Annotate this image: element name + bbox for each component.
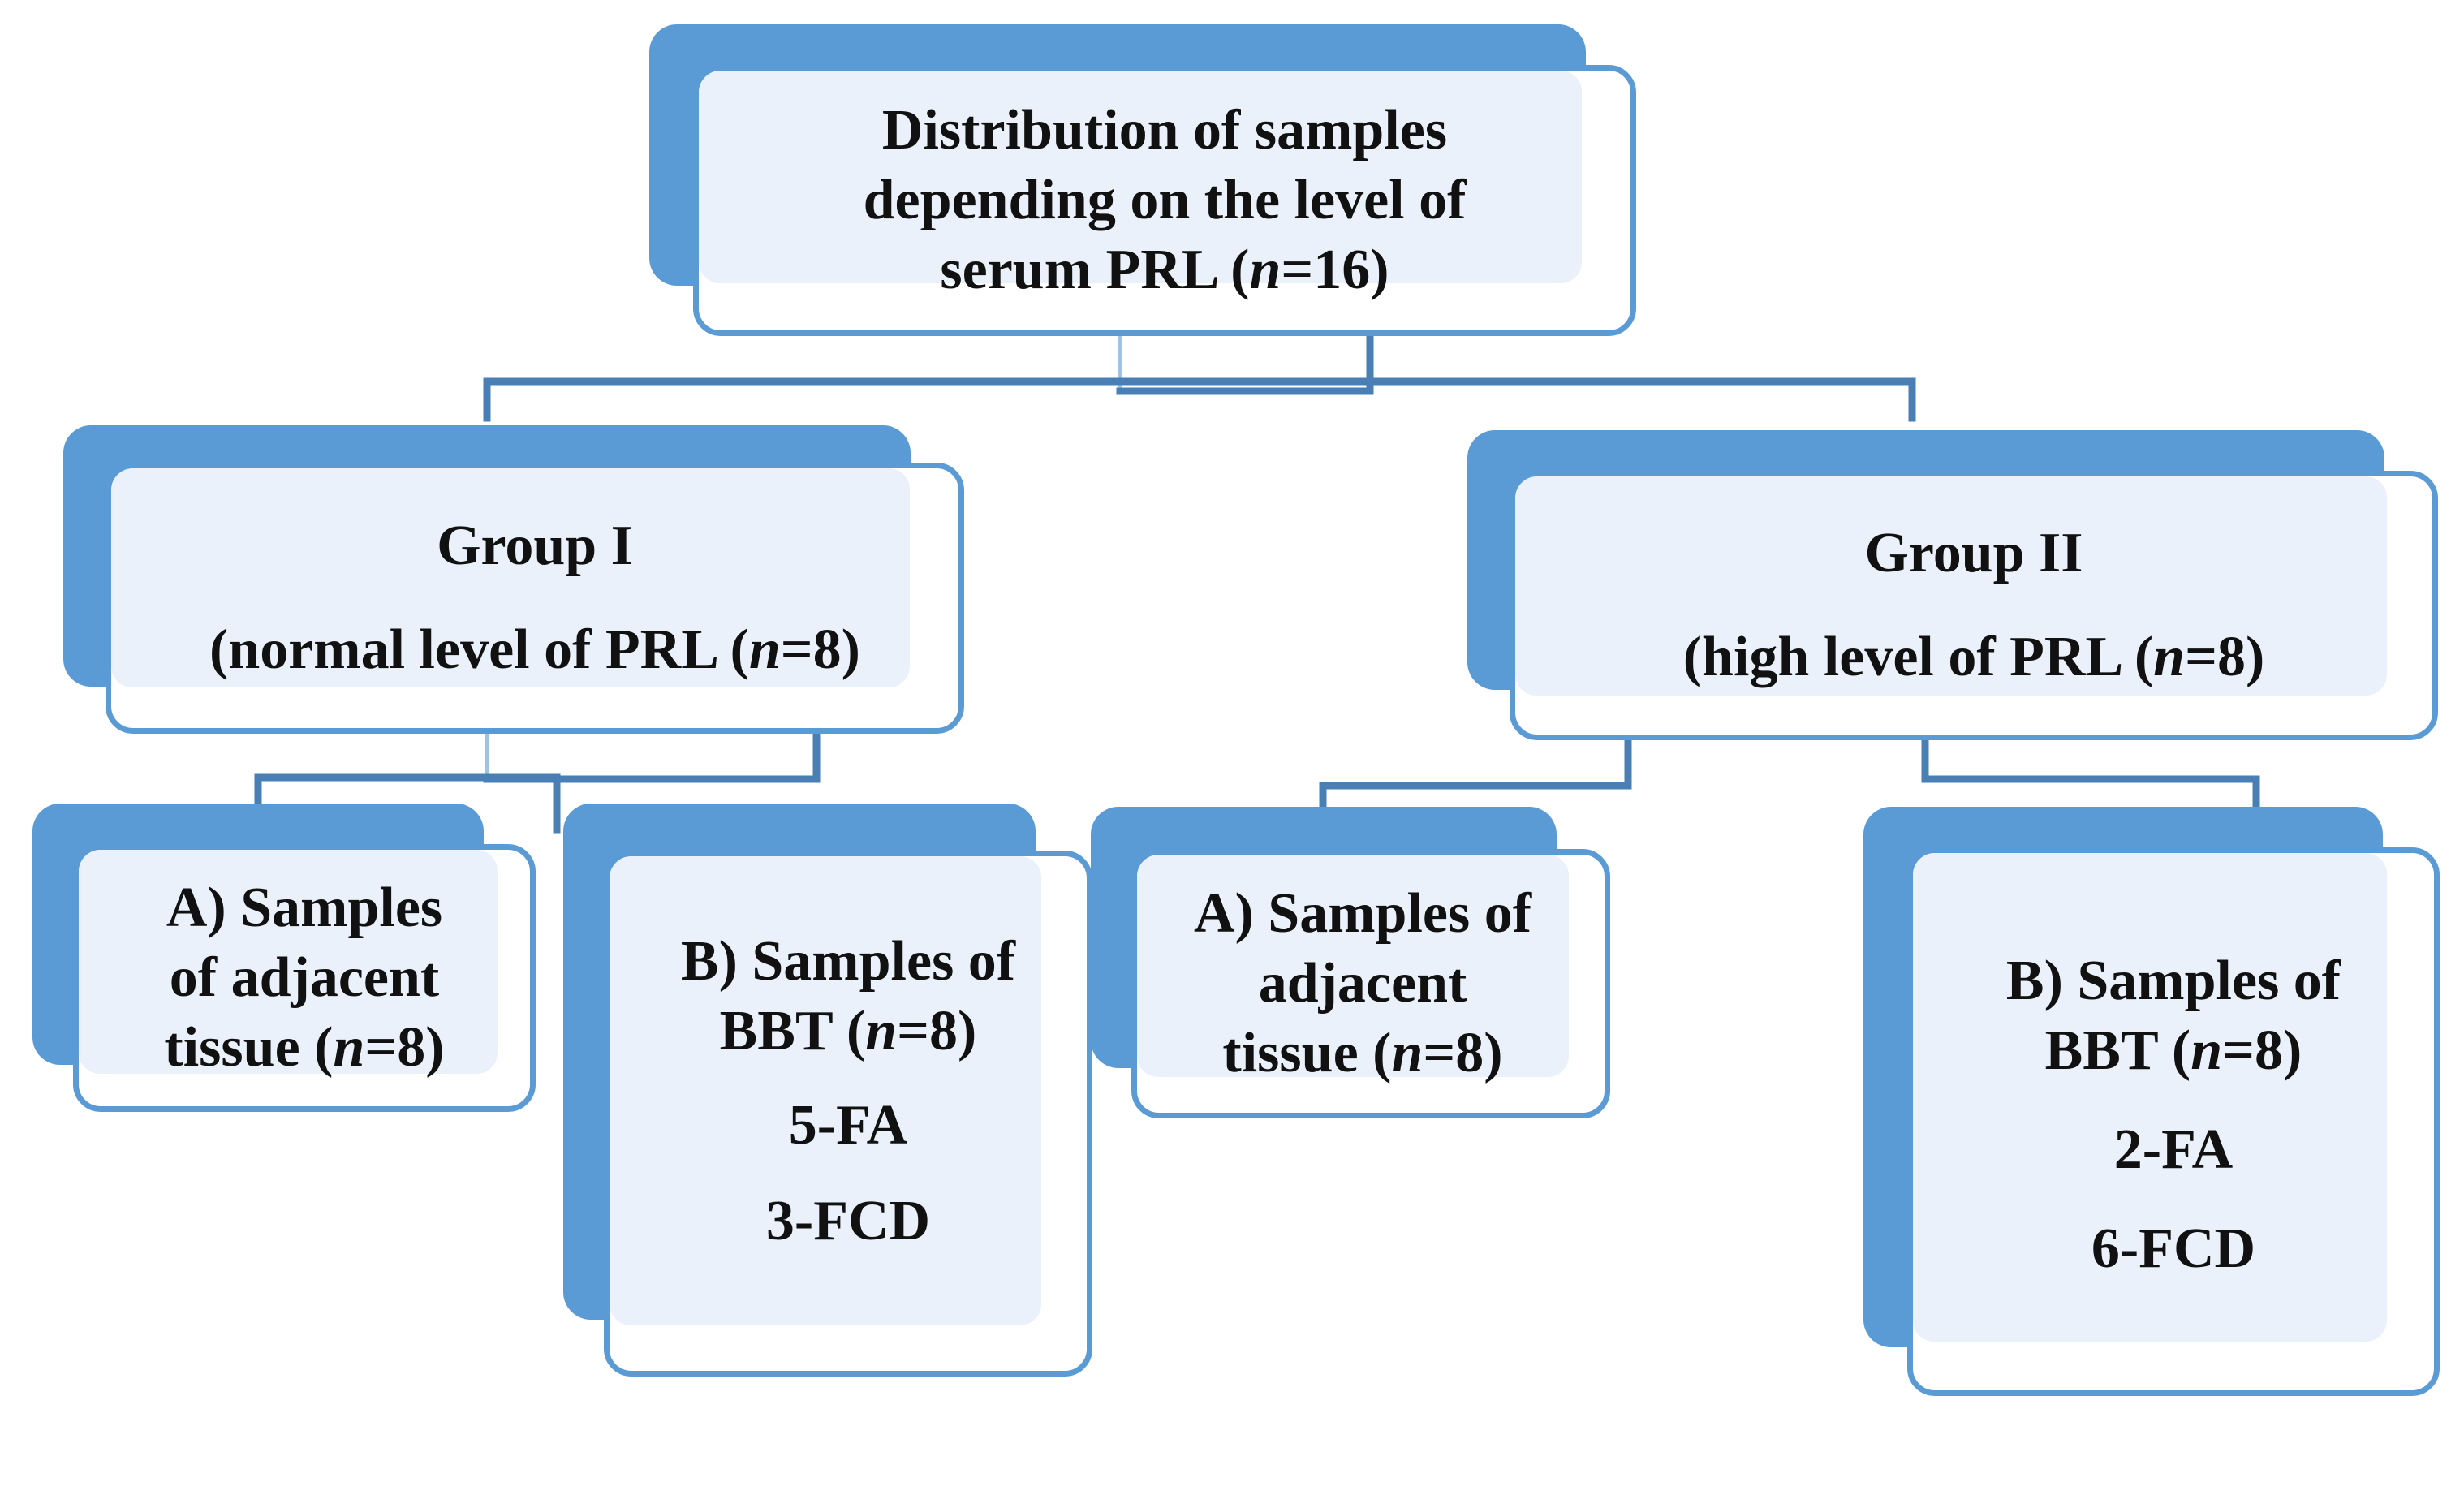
group2-b-node: B) Samples of BBT (n=8) 2-FA 6-FCD [1863, 807, 2440, 1399]
group1-a-label: A) Samples of adjacent tissue (n=8) [164, 877, 445, 1079]
group1-subtitle: (normal level of PRL (n=8) [209, 618, 860, 681]
group1-node: Group I (normal level of PRL (n=8) [63, 425, 964, 737]
group-connector [483, 377, 1916, 422]
group2-a-node: A) Samples of adjacent tissue (n=8) [1091, 807, 1610, 1122]
group2-connector-a [1319, 696, 1632, 816]
group1-b-subtype-fa: 5-FA [788, 1094, 908, 1157]
root-node: Distribution of samples depending on the… [649, 24, 1636, 339]
group1-connector-bar [483, 726, 821, 783]
group1-sub-connector [254, 773, 561, 834]
group1-a-node: A) Samples of adjacent tissue (n=8) [32, 804, 536, 1117]
group1-b-subtype-fcd: 3-FCD [765, 1190, 931, 1252]
connector-lines [254, 327, 2260, 834]
group2-b-subtype-fcd: 6-FCD [2091, 1217, 2256, 1280]
group2-title: Group II [1864, 522, 2083, 584]
root-label: Distribution of samples depending on the… [863, 99, 1467, 301]
group1-b-node: B) Samples of BBT (n=8) 5-FA 3-FCD [563, 804, 1092, 1377]
root-connector-bar [1116, 327, 1374, 395]
group2-b-subtype-fa: 2-FA [2113, 1118, 2234, 1181]
group2-b-label: B) Samples of [2005, 950, 2341, 1012]
group2-a-label: A) Samples of adjacent tissue (n=8) [1193, 882, 1532, 1084]
group1-title: Group I [437, 515, 633, 577]
group2-subtitle: (high level of PRL (n=8) [1682, 626, 2265, 688]
group1-b-label: B) Samples of [680, 930, 1016, 993]
group2-node: Group II (high level of PRL (n=8) [1467, 430, 2438, 743]
